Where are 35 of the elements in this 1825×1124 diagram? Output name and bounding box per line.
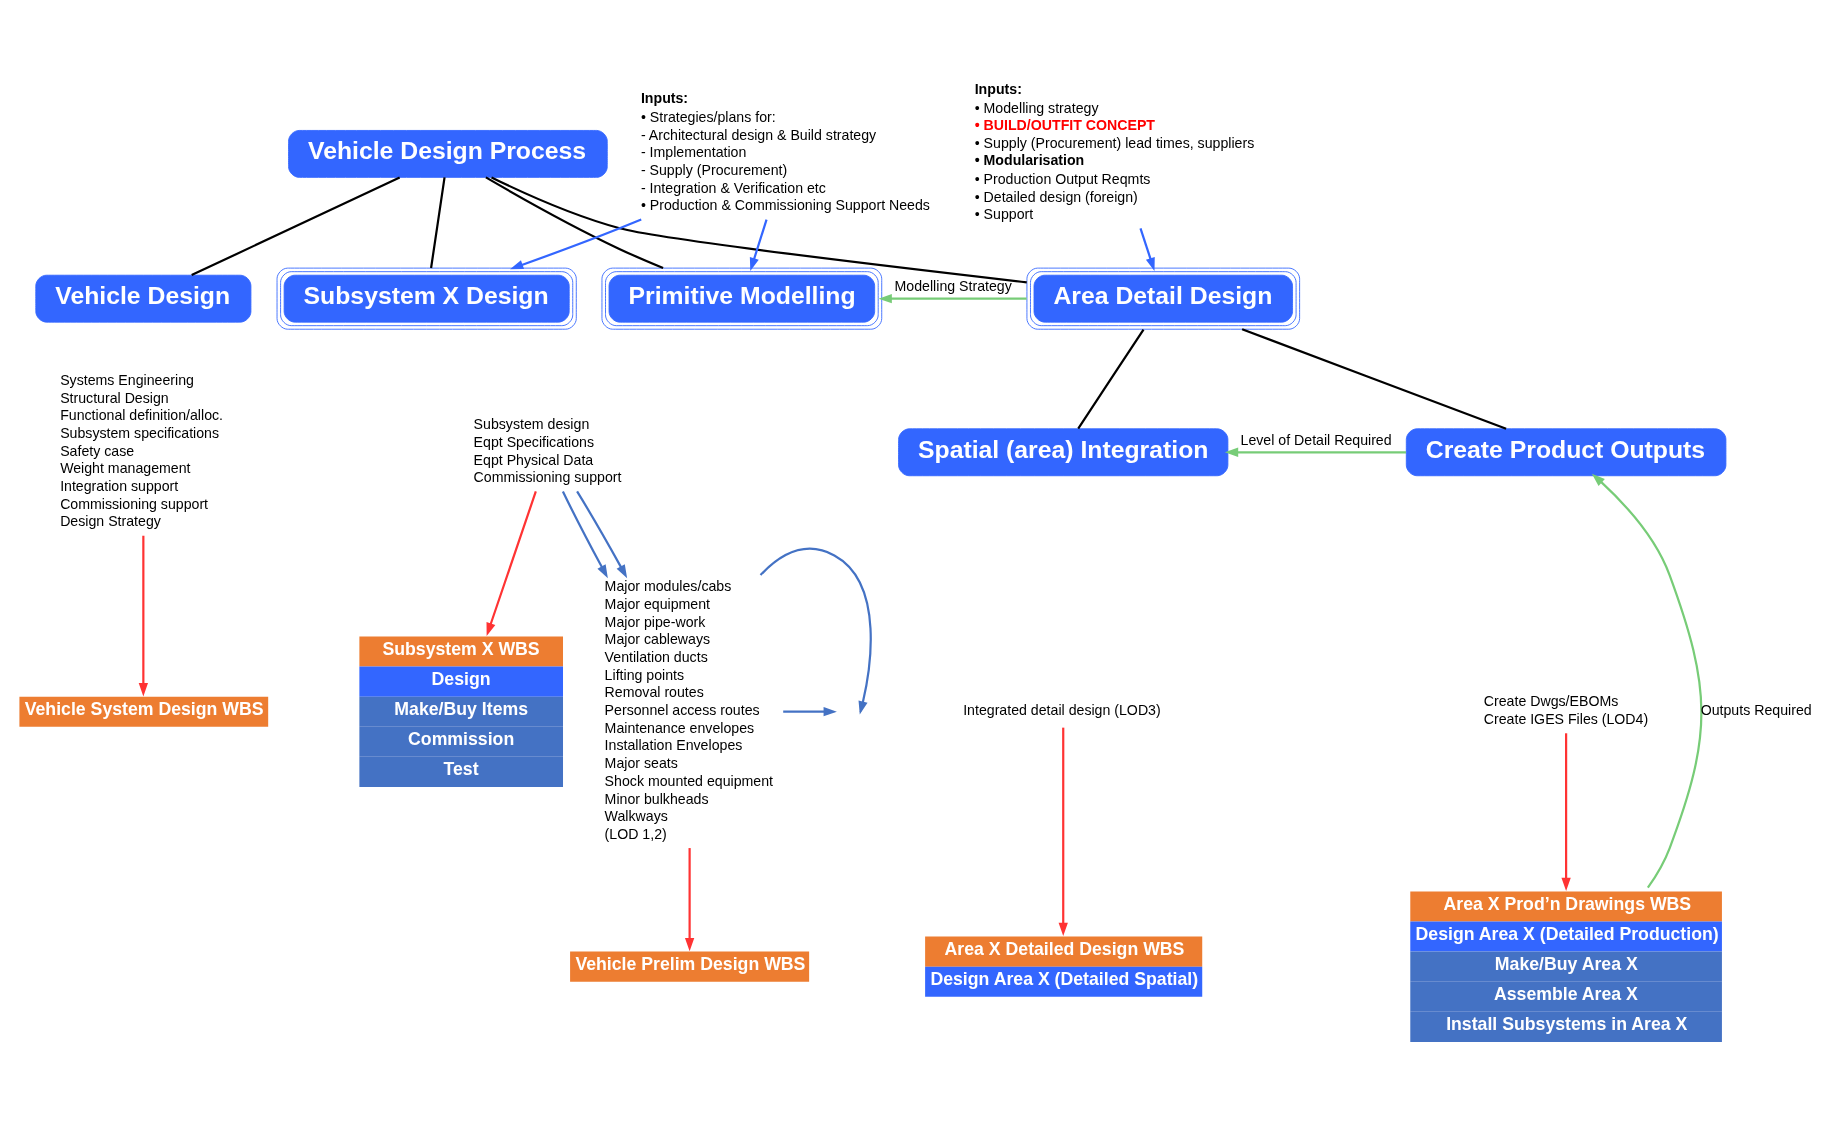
connector bbox=[191, 175, 401, 276]
node-box: Vehicle Prelim Design WBS bbox=[570, 951, 810, 982]
node-text: Major modules/cabs Major equipment Major pipe-work Major cableways Ventilation ducts Lifting points Removal routes Personnel access routes Maintenance envelopes Installation Envelopes Major seats Shock mounted equipment Minor bulkheads Walkways (LOD 1,2) bbox=[604, 577, 774, 842]
arrow bbox=[1224, 447, 1406, 457]
edge-label: Outputs Required bbox=[1700, 701, 1812, 718]
connector bbox=[430, 176, 446, 268]
arrow bbox=[576, 490, 628, 578]
arrow bbox=[138, 535, 148, 696]
node-box: Vehicle System Design WBS bbox=[19, 696, 269, 727]
node-box: Vehicle Design bbox=[35, 274, 252, 323]
arrow bbox=[1591, 473, 1703, 888]
node-text: Inputs: • Strategies/plans for: - Architectural design & Build strategy - Implementation - Supply (Procurement) - Integration & Verification etc • Production & Commissioning Support Needs bbox=[640, 89, 930, 213]
arrow bbox=[1058, 727, 1068, 936]
edge-label: Modelling Strategy bbox=[894, 277, 1012, 294]
arrow bbox=[749, 218, 768, 271]
arrow bbox=[684, 847, 695, 951]
node-text: Subsystem design Eqpt Specifications Eqpt Physical Data Commissioning support bbox=[473, 415, 622, 485]
node-text: Integrated detail design (LOD3) bbox=[963, 701, 1161, 718]
node-text: Systems Engineering Structural Design Functional definition/alloc. Subsystem specifications Safety case Weight management Integration support Commissioning support Design Strategy bbox=[60, 371, 224, 529]
node-box: Vehicle Design Process bbox=[288, 129, 608, 178]
arrow bbox=[878, 293, 1027, 303]
node-text: Create Dwgs/EBOMs Create IGES Files (LOD4) bbox=[1483, 692, 1649, 727]
arrow bbox=[561, 490, 608, 578]
connector bbox=[1077, 328, 1145, 429]
node-box: Spatial (area) Integration bbox=[898, 427, 1229, 476]
connector bbox=[1241, 327, 1507, 430]
connector bbox=[485, 175, 664, 269]
node-text: Inputs: • Modelling strategy • BUILD/OUTFIT CONCEPT • Supply (Procurement) lead times, suppliers • Modularisation • Production Output Reqmts • Detailed design (foreign) • Support bbox=[974, 80, 1255, 222]
connector bbox=[491, 175, 1027, 283]
arrow bbox=[1139, 227, 1155, 271]
arrow bbox=[509, 218, 642, 269]
edge-label: Level of Detail Required bbox=[1240, 431, 1392, 448]
arrow bbox=[1561, 732, 1571, 891]
arrow bbox=[486, 490, 537, 636]
node-box: Create Product Outputs bbox=[1405, 427, 1727, 476]
